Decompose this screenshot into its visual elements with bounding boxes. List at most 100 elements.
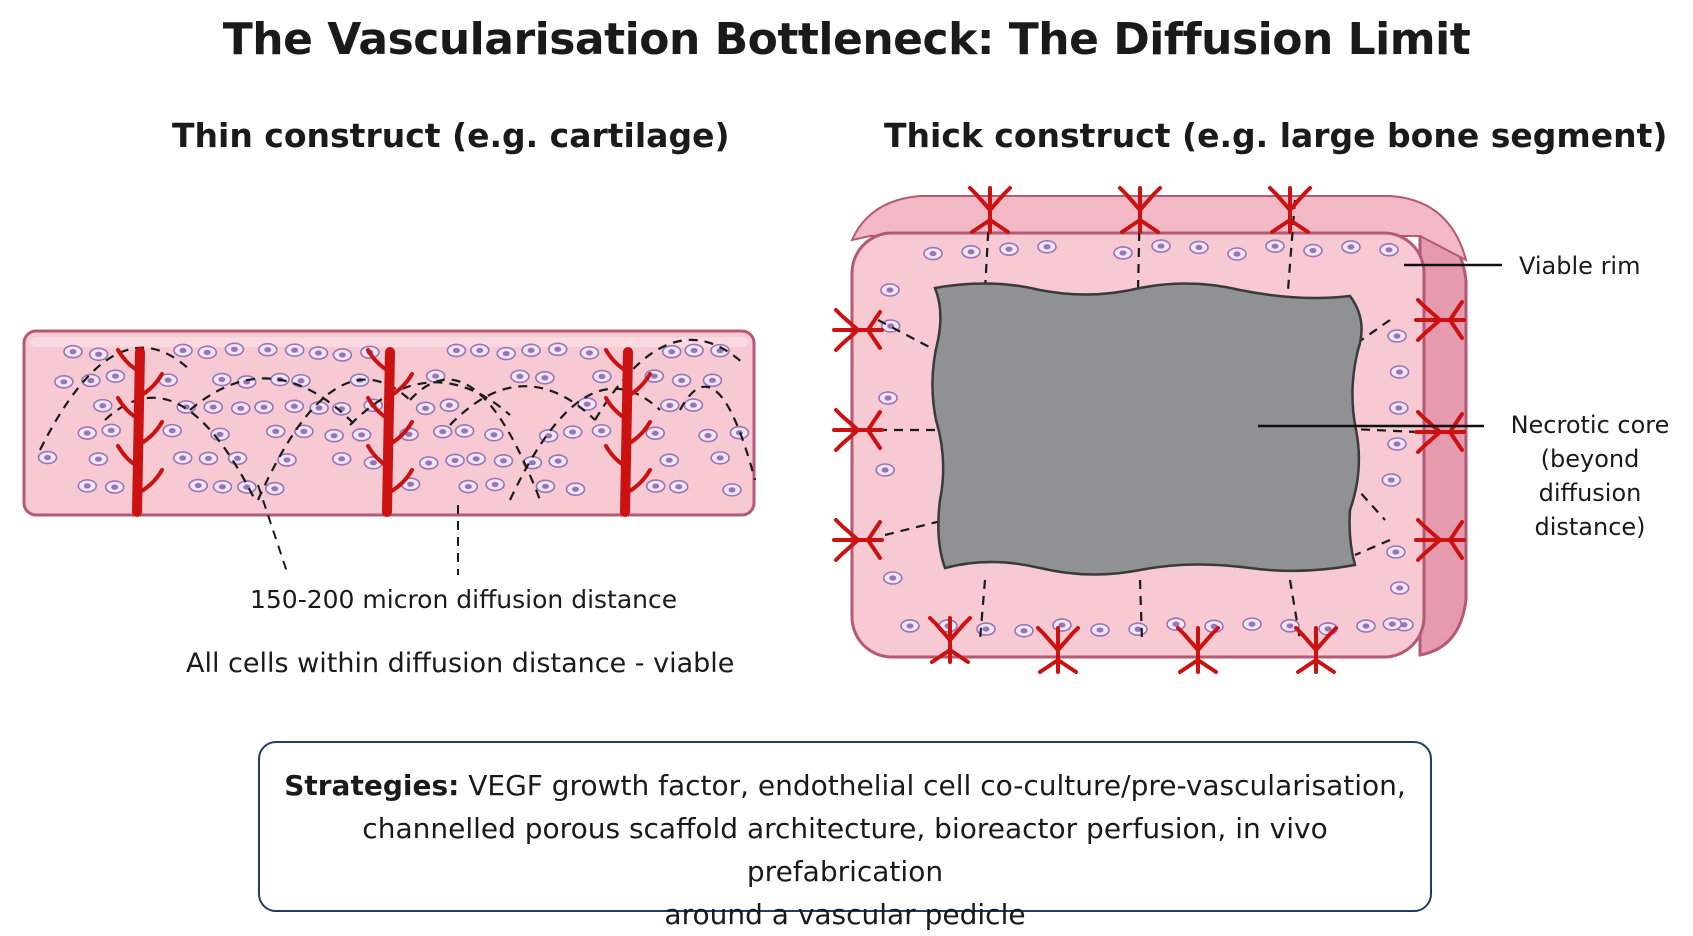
diffusion-dash (884, 518, 946, 537)
cell (1356, 619, 1376, 633)
cell (496, 346, 517, 361)
cell (1014, 623, 1034, 638)
cell (1341, 240, 1361, 254)
cell (535, 479, 556, 494)
diffusion-arc (189, 377, 356, 426)
diffusion-dash (1339, 469, 1386, 521)
cell (577, 397, 597, 411)
cell (469, 343, 490, 358)
cell (683, 398, 704, 412)
necrotic-core-label: Necrotic core (beyond diffusion distance… (1490, 408, 1690, 544)
cell (224, 342, 245, 357)
cell (1128, 622, 1148, 637)
thin-vessels (116, 347, 652, 517)
cell (1303, 243, 1323, 258)
cell (54, 375, 74, 389)
cell (1090, 623, 1110, 637)
strategies-line-3: around a vascular pedicle (664, 898, 1026, 931)
cell (198, 451, 219, 466)
diffusion-arc (449, 385, 596, 426)
cell (197, 345, 218, 360)
cell (882, 571, 903, 585)
cell (466, 452, 486, 466)
diffusion-arc (679, 385, 757, 481)
vessel-tuft (832, 518, 884, 562)
cell (1387, 329, 1407, 343)
cell (659, 398, 680, 413)
cell (284, 343, 305, 357)
cell (415, 401, 436, 416)
strategies-line-1: Strategies: VEGF growth factor, endothel… (260, 764, 1430, 807)
vessel-tuft (1036, 626, 1080, 674)
diffusion-dash (978, 579, 987, 641)
cell (1052, 618, 1072, 632)
cell (236, 375, 257, 389)
strategies-lead: Strategies: (284, 769, 460, 802)
cell (188, 478, 209, 493)
cell (1381, 473, 1402, 487)
cell (1037, 239, 1057, 254)
cell (547, 342, 568, 357)
cell (548, 454, 568, 468)
diffusion-arc (409, 378, 542, 501)
strategies-text-1: VEGF growth factor, endothelial cell co-… (468, 769, 1406, 802)
cell (203, 400, 224, 414)
cell (562, 425, 583, 439)
cell (237, 480, 257, 494)
diffusion-arc (509, 387, 661, 501)
thick-block-side (1418, 220, 1468, 657)
cell (63, 344, 83, 359)
necrotic-core-label-line3: distance) (1534, 513, 1646, 541)
blood-vessel (116, 347, 164, 517)
cell (684, 343, 704, 358)
cell (324, 428, 344, 443)
cell (999, 242, 1019, 256)
cell (645, 426, 666, 440)
vessel-tuft (1294, 626, 1338, 674)
cell (722, 483, 742, 497)
cell (264, 481, 285, 496)
cell (591, 423, 612, 438)
diffusion-leader-lines (257, 484, 459, 576)
cell (1227, 247, 1247, 261)
cell (1389, 401, 1409, 415)
cell (308, 346, 329, 360)
cell (710, 343, 730, 358)
diffusion-dash (1138, 579, 1144, 641)
cell (1379, 242, 1399, 257)
thick-cells (875, 239, 1414, 638)
vessel-tuft (1414, 298, 1466, 342)
cell (645, 479, 666, 493)
cell (671, 373, 692, 388)
cell (458, 479, 479, 494)
thick-construct-heading: Thick construct (e.g. large bone segment… (884, 116, 1668, 155)
cell (104, 480, 125, 494)
cell (579, 346, 600, 360)
cell (900, 619, 920, 633)
thin-construct (22, 329, 757, 576)
cell (105, 369, 126, 383)
cell (257, 342, 278, 357)
cell (351, 428, 372, 442)
thick-vessels (832, 186, 1466, 674)
cell (1382, 617, 1403, 631)
necrotic-core (931, 282, 1363, 576)
strategies-line-2: channelled porous scaffold architecture,… (362, 812, 1328, 888)
necrotic-core-label-line1: Necrotic core (1510, 411, 1670, 439)
cell (1386, 545, 1406, 559)
cell (878, 391, 898, 405)
cell (1389, 581, 1410, 595)
cell (1189, 240, 1209, 255)
vessel-tuft (968, 186, 1012, 234)
cell (493, 453, 514, 468)
diffusion-arc (594, 338, 746, 421)
vessel-tuft (832, 408, 884, 452)
cell (331, 452, 352, 466)
cell (668, 479, 689, 494)
vessel-tuft (1176, 626, 1220, 674)
cell (1265, 239, 1285, 253)
cell (277, 453, 297, 467)
cell (88, 452, 109, 466)
cell (961, 244, 981, 259)
